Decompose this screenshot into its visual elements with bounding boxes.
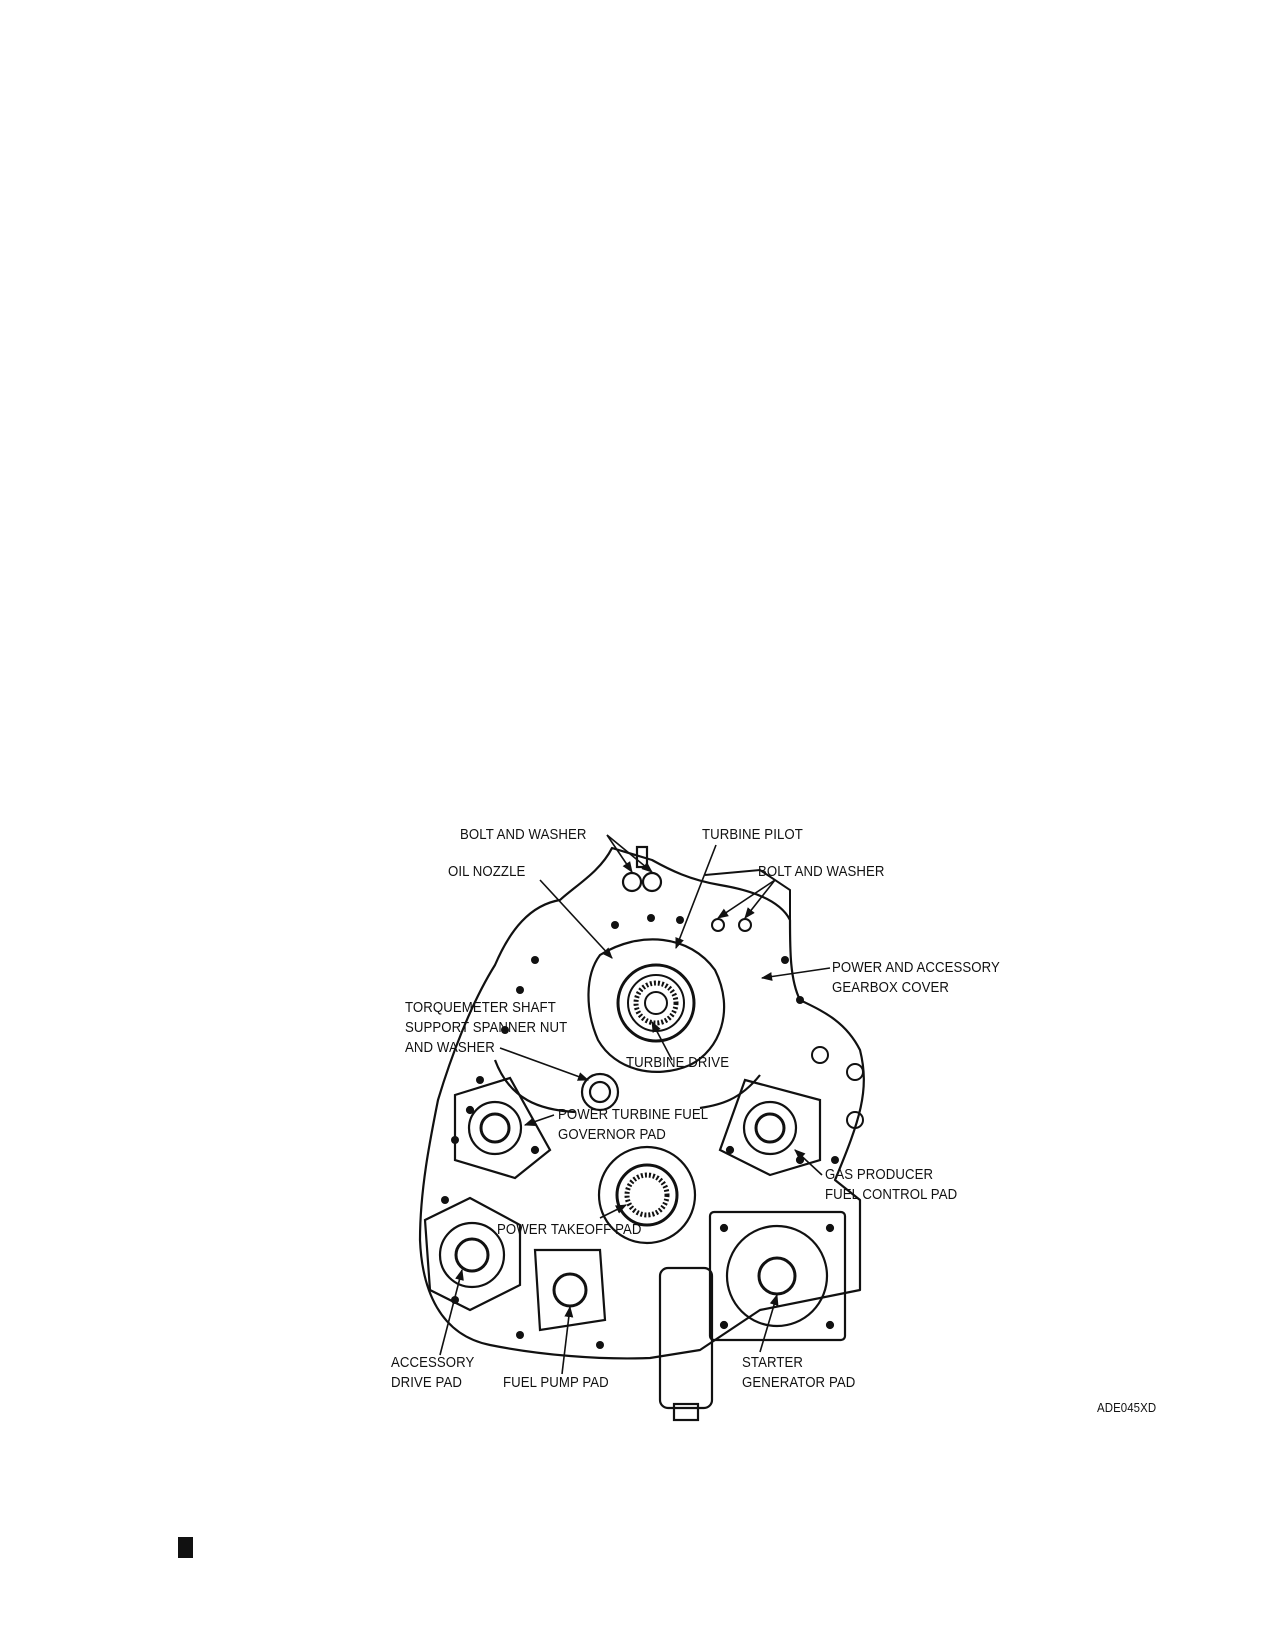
fuel-pump-pad xyxy=(533,1248,607,1332)
label-pt-governor-2: GOVERNOR PAD xyxy=(558,1126,666,1143)
label-torquemeter-3: AND WASHER xyxy=(405,1039,495,1056)
starter-generator-pad xyxy=(708,1210,847,1342)
label-gas-producer-1: GAS PRODUCER xyxy=(825,1166,934,1183)
label-gearbox-cover-1: POWER AND ACCESSORY xyxy=(832,959,1000,976)
label-starter-gen-1: STARTER xyxy=(742,1354,804,1371)
label-turbine-pilot: TURBINE PILOT xyxy=(702,826,803,843)
power-takeoff-pad xyxy=(597,1145,697,1245)
label-accessory-drive-2: DRIVE PAD xyxy=(391,1374,462,1391)
label-turbine-drive: TURBINE DRIVE xyxy=(626,1054,730,1071)
turbine-drive xyxy=(616,963,696,1043)
governor-pad xyxy=(453,1076,552,1180)
label-torquemeter-2: SUPPORT SPANNER NUT xyxy=(405,1019,568,1036)
label-bolt-washer-right: BOLT AND WASHER xyxy=(758,863,885,880)
label-fuel-pump: FUEL PUMP PAD xyxy=(503,1374,609,1391)
label-starter-gen-2: GENERATOR PAD xyxy=(742,1374,856,1391)
label-oil-nozzle: OIL NOZZLE xyxy=(448,863,526,880)
label-gearbox-cover-2: GEARBOX COVER xyxy=(832,979,950,996)
gas-producer-pad xyxy=(718,1078,822,1177)
label-power-takeoff: POWER TAKEOFF PAD xyxy=(497,1221,642,1238)
bolt-holes xyxy=(441,914,839,1349)
accessory-drive-pad xyxy=(423,1196,522,1312)
change-bar-mark xyxy=(178,1537,193,1558)
label-accessory-drive-1: ACCESSORY xyxy=(391,1354,475,1371)
filter-canister xyxy=(658,1266,714,1422)
leader-lines xyxy=(439,834,831,1375)
figure-code: ADE045XD xyxy=(1097,1400,1157,1415)
label-gas-producer-2: FUEL CONTROL PAD xyxy=(825,1186,958,1203)
label-bolt-washer-top: BOLT AND WASHER xyxy=(460,826,587,843)
label-pt-governor-1: POWER TURBINE FUEL xyxy=(558,1106,709,1123)
upper-plate xyxy=(587,938,726,1073)
torquemeter-nut xyxy=(580,1072,620,1112)
label-torquemeter-1: TORQUEMETER SHAFT xyxy=(405,999,556,1016)
